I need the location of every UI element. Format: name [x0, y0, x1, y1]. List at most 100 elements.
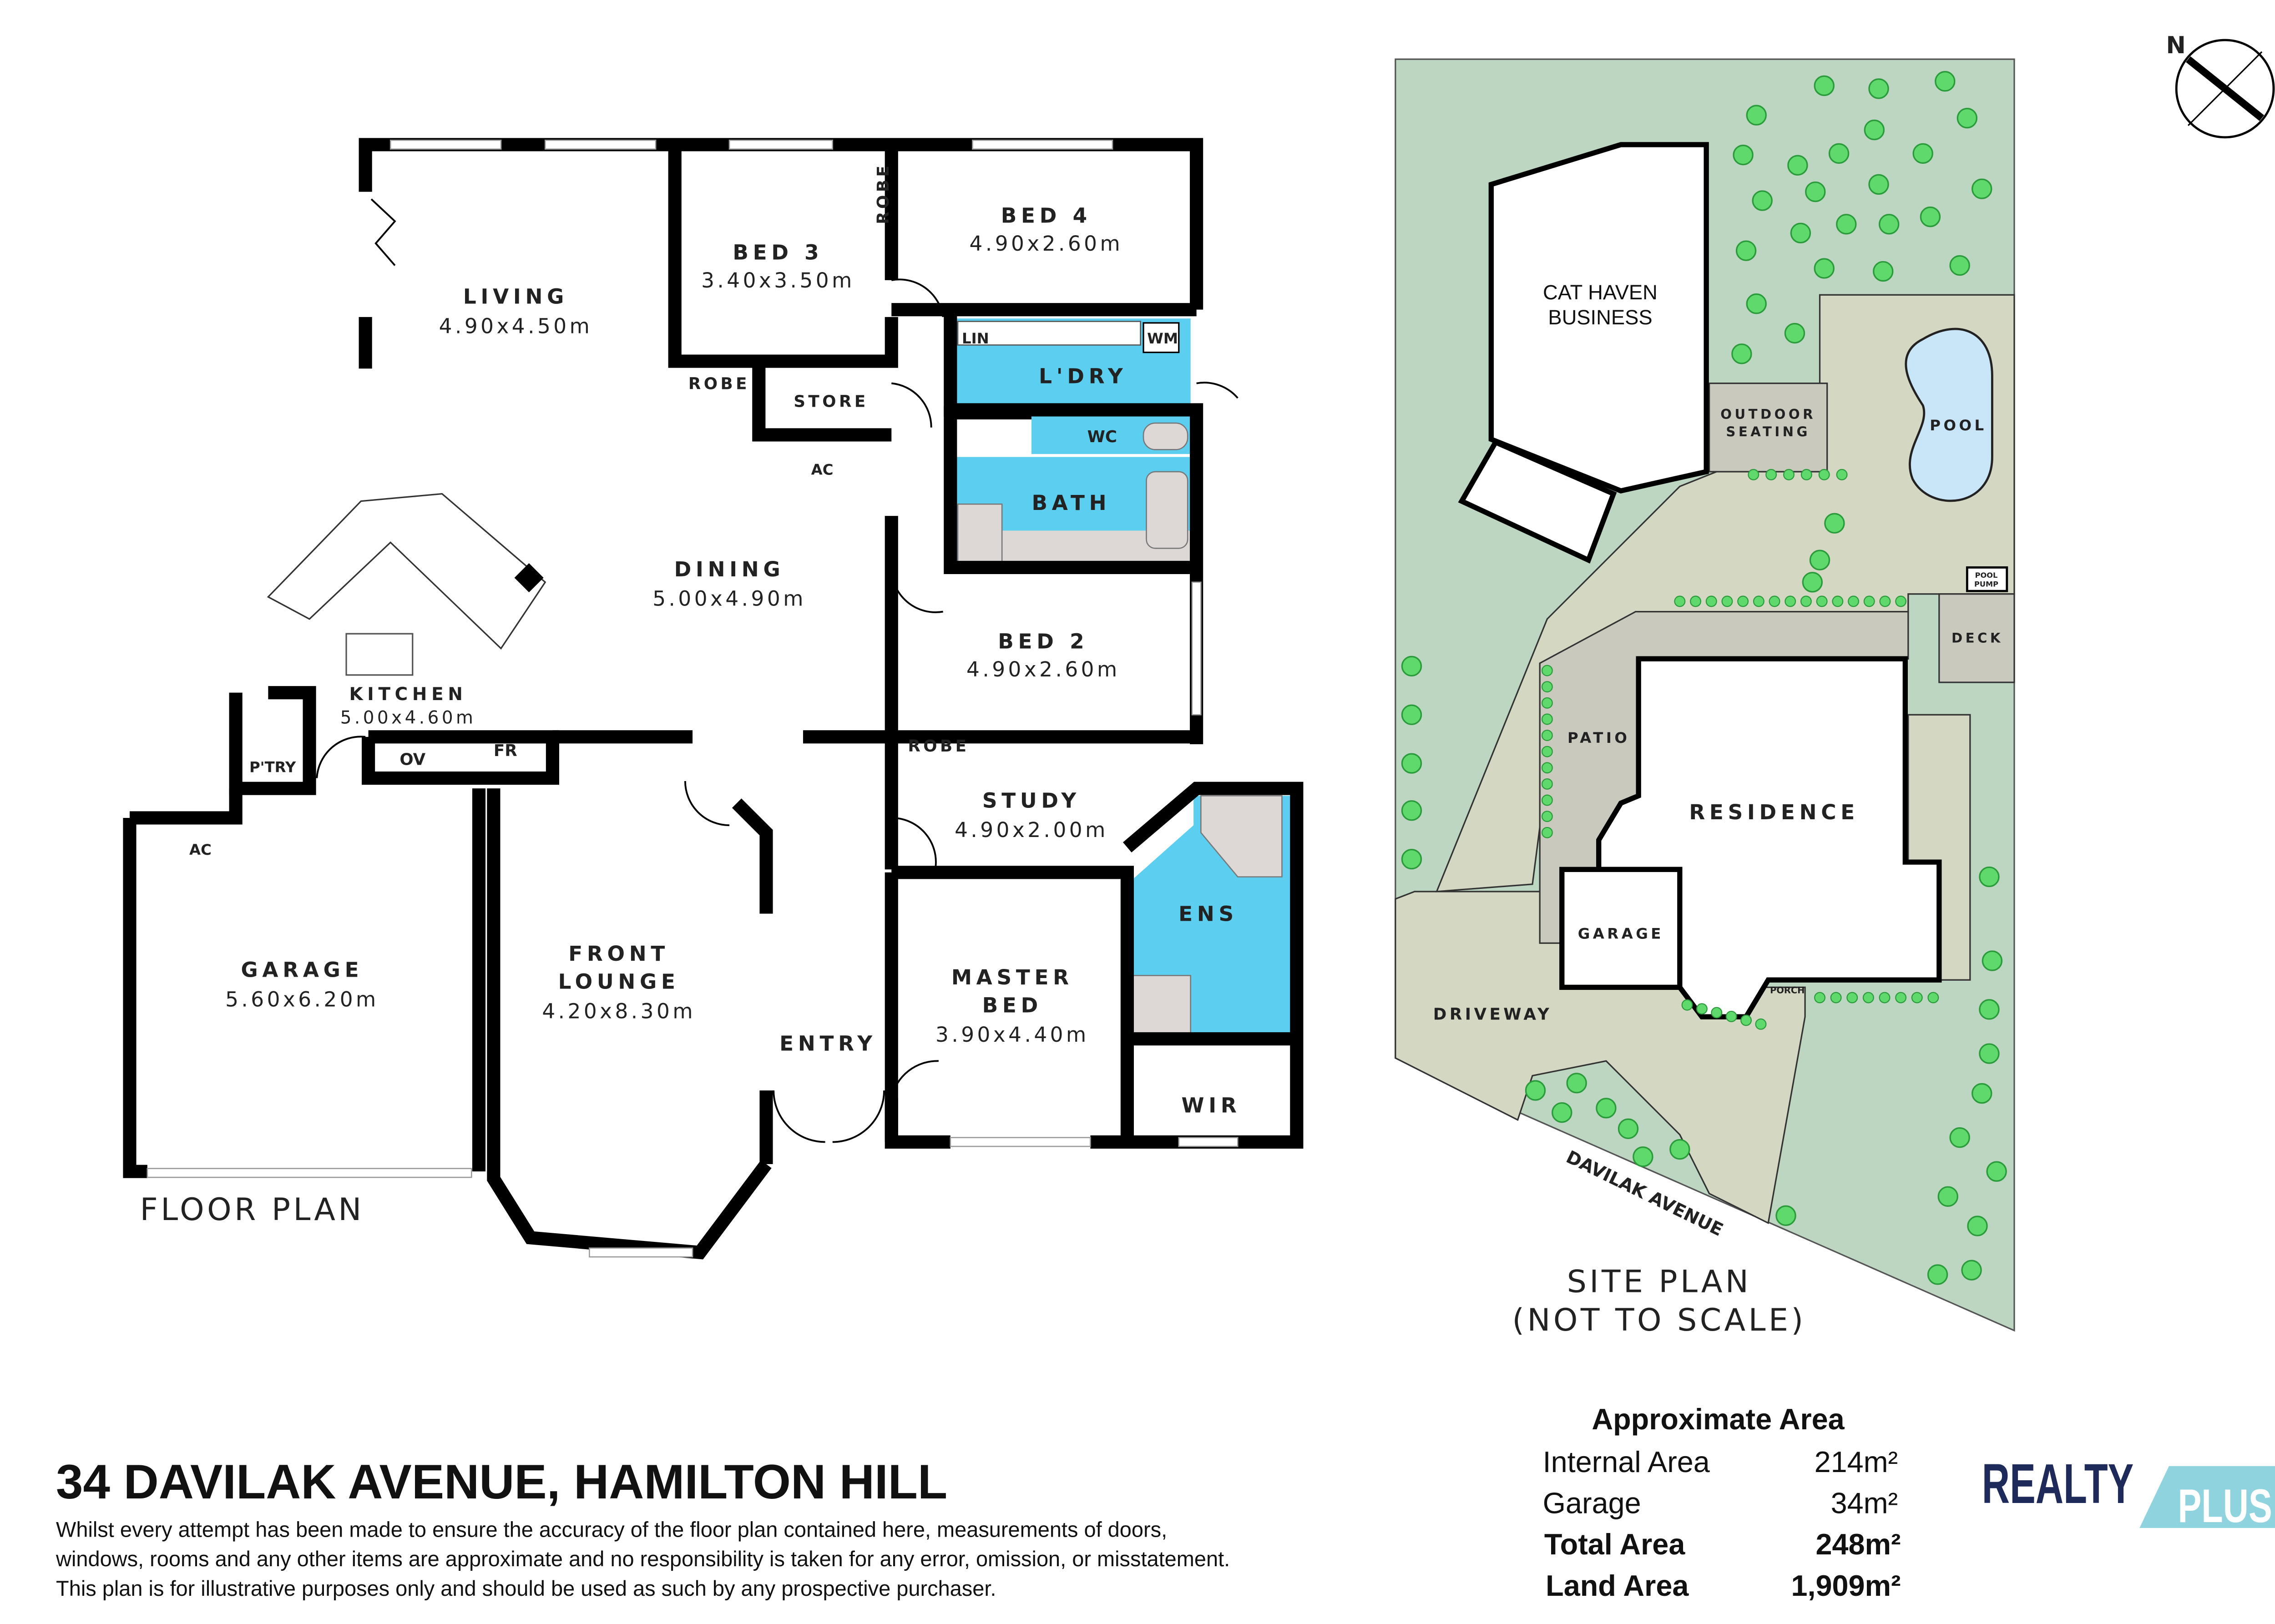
floor-plan-title: FLOOR PLAN — [140, 1192, 364, 1228]
hedge-shrub-icon — [1541, 746, 1553, 757]
tree-icon — [1828, 143, 1850, 164]
tree-icon — [1814, 75, 1835, 96]
tree-icon — [1972, 1083, 1992, 1104]
area-value-garage: 34m² — [1831, 1487, 1898, 1520]
hedge-shrub-icon — [1748, 469, 1759, 480]
hedge-shrub-icon — [1800, 469, 1812, 480]
area-summary: Approximate Area Internal Area 214m² Gar… — [1543, 1402, 1901, 1602]
room-front-lounge-2: LOUNGE — [558, 970, 680, 994]
tree-icon — [1802, 572, 1823, 593]
hedge-shrub-icon — [1800, 595, 1812, 607]
tree-icon — [1836, 214, 1857, 235]
tree-icon — [1733, 144, 1754, 166]
kitchen-bench — [267, 493, 546, 650]
hedge-shrub-icon — [1541, 713, 1553, 725]
tree-icon — [1566, 1073, 1587, 1094]
room-dining-dims: 5.00x4.90m — [652, 587, 806, 611]
tree-icon — [1972, 178, 1992, 199]
room-store: STORE — [794, 392, 868, 411]
hedge-shrub-icon — [1848, 595, 1859, 607]
bifold-door — [370, 198, 396, 266]
room-laundry: L'DRY — [1039, 364, 1127, 388]
hedge-shrub-icon — [1814, 992, 1825, 1004]
pool-pump-label-1: POOL — [1975, 571, 1998, 580]
hedge-shrub-icon — [1696, 1003, 1708, 1015]
tree-icon — [1967, 1215, 1988, 1236]
hedge-shrub-icon — [1816, 595, 1828, 607]
hedge-shrub-icon — [1721, 595, 1733, 607]
tree-icon — [1982, 950, 2003, 971]
laundry-bench — [957, 321, 1141, 346]
hedge-shrub-icon — [1705, 595, 1717, 607]
tree-icon — [1949, 255, 1970, 276]
disclaimer-line-1: Whilst every attempt has been made to en… — [56, 1517, 1167, 1541]
hedge-shrub-icon — [1737, 595, 1749, 607]
area-label-internal: Internal Area — [1543, 1445, 1710, 1478]
room-robe-bed3: ROBE — [688, 375, 750, 393]
cat-haven-label-1: CAT HAVEN — [1543, 281, 1658, 304]
room-bed2: BED 2 — [998, 630, 1088, 654]
outdoor-seating-label-2: SEATING — [1726, 424, 1810, 439]
fridge-symbol — [514, 563, 544, 593]
cooktop — [345, 633, 414, 676]
room-front-lounge-dims: 4.20x8.30m — [542, 999, 696, 1023]
compass-north: N — [2166, 32, 2186, 59]
realty-plus-logo: REALTY PLUS — [1982, 1453, 2275, 1532]
tree-icon — [1814, 258, 1835, 279]
hedge-shrub-icon — [1541, 794, 1553, 806]
tree-icon — [1633, 1146, 1653, 1167]
tree-icon — [1920, 206, 1941, 227]
hedge-shrub-icon — [1541, 730, 1553, 741]
hedge-shrub-icon — [1690, 595, 1702, 607]
porch-label: PORCH — [1770, 985, 1805, 995]
tree-icon — [1784, 323, 1805, 344]
driveway-label: DRIVEWAY — [1433, 1005, 1552, 1024]
room-master-2: BED — [982, 993, 1042, 1017]
walls — [123, 138, 1304, 1260]
room-wm: WM — [1147, 330, 1178, 347]
disclaimer-line-3: This plan is for illustrative purposes o… — [56, 1576, 996, 1600]
residence-label: RESIDENCE — [1689, 800, 1859, 824]
bathtub — [1146, 471, 1188, 549]
tree-icon — [1401, 656, 1422, 677]
hedge-shrub-icon — [1895, 992, 1907, 1004]
room-robe-bed2: ROBE — [908, 737, 969, 756]
room-study-dims: 4.90x2.00m — [955, 818, 1108, 842]
room-wc: WC — [1087, 428, 1117, 446]
room-bath: BATH — [1031, 491, 1111, 515]
tree-icon — [1937, 1186, 1958, 1207]
room-kitchen-dims: 5.00x4.60m — [340, 708, 476, 728]
corner-spa — [1200, 795, 1283, 878]
tree-icon — [1731, 343, 1752, 364]
hedge-shrub-icon — [1541, 665, 1553, 676]
cat-haven-annex — [1458, 439, 1617, 564]
area-value-total: 248m² — [1815, 1528, 1901, 1561]
room-bed3: BED 3 — [733, 241, 823, 265]
oven-label: OV — [399, 750, 425, 769]
tree-icon — [1956, 108, 1978, 129]
hedge-shrub-icon — [1541, 681, 1553, 693]
outdoor-seating-area — [1708, 382, 1828, 473]
fridge-label: FR — [494, 741, 517, 760]
tree-icon — [1596, 1098, 1617, 1119]
hedge-shrub-icon — [1541, 827, 1553, 838]
room-living: LIVING — [463, 285, 568, 309]
patio-label: PATIO — [1567, 729, 1630, 746]
tree-icon — [1669, 1139, 1690, 1160]
tree-icon — [1805, 181, 1826, 202]
hedge-shrub-icon — [1755, 1018, 1767, 1030]
room-study: STUDY — [982, 788, 1081, 812]
tree-icon — [1868, 174, 1889, 195]
residence-building — [1596, 656, 1942, 1019]
logo-plus-band — [2139, 1466, 2275, 1528]
area-label-garage: Garage — [1543, 1487, 1641, 1520]
hedge-shrub-icon — [1830, 992, 1842, 1004]
tree-icon — [1879, 214, 1900, 235]
room-bed3-dims: 3.40x3.50m — [701, 268, 855, 293]
area-value-land: 1,909m² — [1791, 1569, 1901, 1602]
hedge-shrub-icon — [1674, 595, 1686, 607]
room-bed4: BED 4 — [1001, 204, 1092, 228]
hedge-shrub-icon — [1541, 778, 1553, 790]
tree-icon — [1873, 261, 1894, 282]
